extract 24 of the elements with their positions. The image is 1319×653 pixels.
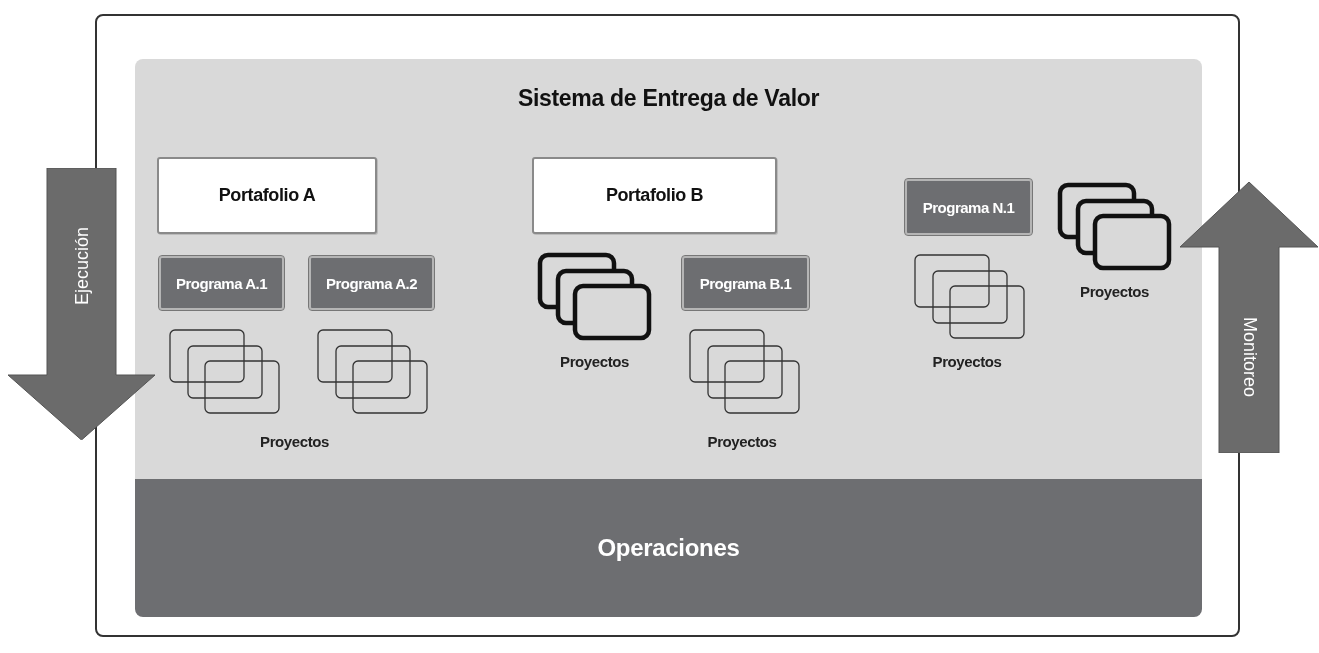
projects-label: Proyectos <box>706 433 778 450</box>
program-label: Programa A.1 <box>176 274 267 292</box>
arrow-label: Ejecución <box>71 227 92 305</box>
panel-title: Sistema de Entrega de Valor <box>517 85 820 113</box>
operations-band <box>135 479 1202 617</box>
portfolio-label: Portafolio A <box>218 185 316 206</box>
program-label: Programa A.2 <box>326 274 417 292</box>
program-box <box>159 256 284 310</box>
program-box <box>309 256 434 310</box>
projects-label: Proyectos <box>259 433 330 450</box>
program-label: Programa N.1 <box>922 198 1015 216</box>
program-box <box>682 256 809 310</box>
projects-label: Proyectos <box>931 353 1003 370</box>
outer-frame <box>95 14 1240 637</box>
portfolio-label: Portafolio B <box>605 185 704 206</box>
program-label: Programa B.1 <box>699 274 792 292</box>
portfolio-box <box>157 157 377 234</box>
operations-label: Operaciones <box>597 534 740 562</box>
projects-label: Proyectos <box>559 353 630 370</box>
arrow-label: Monitoreo <box>1238 317 1260 397</box>
projects-label: Proyectos <box>1079 283 1150 300</box>
portfolio-box <box>532 157 777 234</box>
system-panel <box>135 59 1202 479</box>
program-box <box>905 179 1032 235</box>
